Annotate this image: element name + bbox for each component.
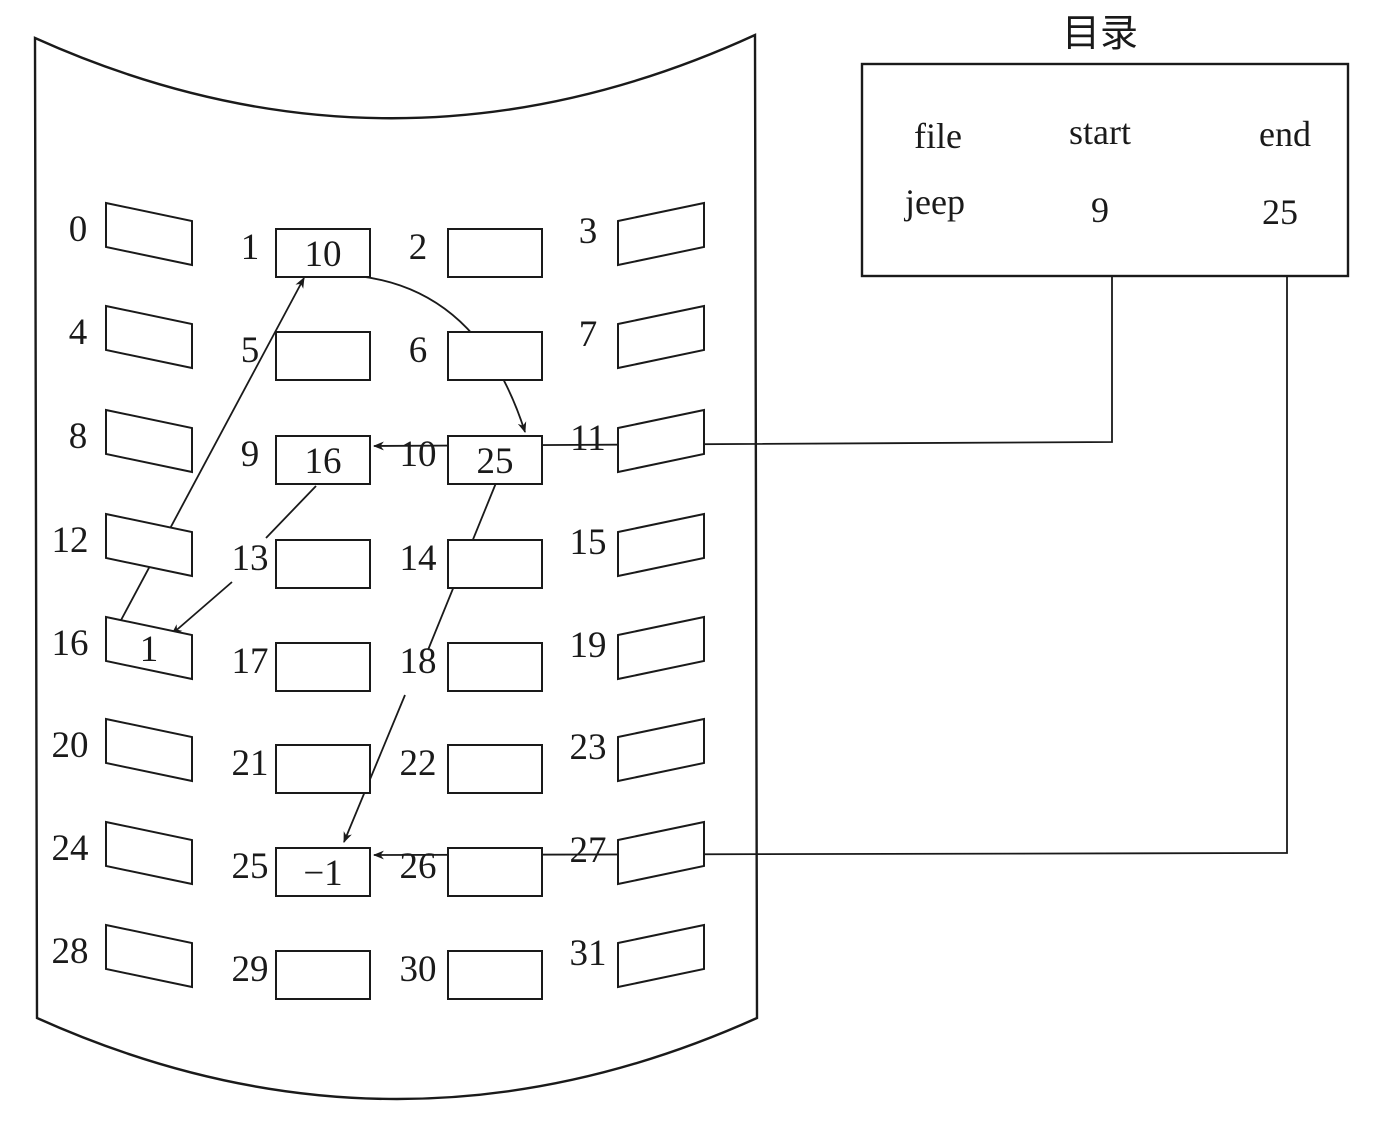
disk-block-6 xyxy=(447,331,543,381)
block-index-label: 9 xyxy=(241,434,260,475)
disk-block-8 xyxy=(105,408,193,474)
block-index-label: 6 xyxy=(409,330,428,371)
block-index-label: 27 xyxy=(570,830,607,871)
block-index-label: 1 xyxy=(241,227,260,268)
disk-block-15 xyxy=(617,512,705,578)
disk-block-30 xyxy=(447,950,543,1000)
block-index-label: 22 xyxy=(400,743,437,784)
disk-block-9 xyxy=(275,435,371,485)
disk-block-12 xyxy=(105,512,193,578)
block-index-label: 17 xyxy=(232,641,269,682)
block-index-label: 31 xyxy=(570,933,607,974)
disk-outline xyxy=(33,33,759,1101)
disk-block-20 xyxy=(105,717,193,783)
link-9-to-16 xyxy=(265,485,317,539)
disk-block-7 xyxy=(617,304,705,370)
directory-header-end: end xyxy=(1259,114,1311,154)
disk-block-10 xyxy=(447,435,543,485)
disk-block-1 xyxy=(275,228,371,278)
block-index-label: 10 xyxy=(400,434,437,475)
block-index-label: 0 xyxy=(69,209,88,250)
block-index-label: 16 xyxy=(52,623,89,664)
directory-box xyxy=(860,62,1350,278)
disk-block-4 xyxy=(105,304,193,370)
link-9-to-16-tail xyxy=(171,581,233,635)
block-next-pointer: 16 xyxy=(305,441,342,482)
disk-block-14 xyxy=(447,539,543,589)
disk-block-5 xyxy=(275,331,371,381)
block-next-pointer: −1 xyxy=(303,853,342,894)
disk-block-13 xyxy=(275,539,371,589)
disk-block-29 xyxy=(275,950,371,1000)
disk-block-23 xyxy=(617,717,705,783)
directory-entry-file: jeep xyxy=(903,182,965,222)
disk-block-21 xyxy=(275,744,371,794)
disk-block-28 xyxy=(105,923,193,989)
disk-block-31 xyxy=(617,923,705,989)
block-index-label: 20 xyxy=(52,725,89,766)
block-index-label: 19 xyxy=(570,625,607,666)
block-index-label: 4 xyxy=(69,312,88,353)
block-index-label: 26 xyxy=(400,846,437,887)
block-index-label: 18 xyxy=(400,641,437,682)
block-index-label: 5 xyxy=(241,330,260,371)
disk-block-22 xyxy=(447,744,543,794)
disk-block-0 xyxy=(105,201,193,267)
directory-header-start: start xyxy=(1069,112,1131,152)
block-index-label: 2 xyxy=(409,227,428,268)
disk-block-18 xyxy=(447,642,543,692)
block-next-pointer: 1 xyxy=(140,629,159,670)
block-index-label: 14 xyxy=(400,538,437,579)
disk-block-19 xyxy=(617,615,705,681)
block-index-label: 8 xyxy=(69,416,88,457)
block-index-label: 7 xyxy=(579,314,598,355)
block-index-label: 23 xyxy=(570,727,607,768)
disk-block-16 xyxy=(105,615,193,681)
block-index-label: 29 xyxy=(232,949,269,990)
block-index-label: 13 xyxy=(232,538,269,579)
disk-block-24 xyxy=(105,820,193,886)
block-index-label: 12 xyxy=(52,520,89,561)
disk-block-2 xyxy=(447,228,543,278)
block-index-label: 28 xyxy=(52,931,89,972)
block-next-pointer: 25 xyxy=(477,441,514,482)
disk-block-25 xyxy=(275,847,371,897)
block-index-label: 11 xyxy=(570,418,606,459)
disk-block-26 xyxy=(447,847,543,897)
block-index-label: 21 xyxy=(232,743,269,784)
directory-entry-start: 9 xyxy=(1091,190,1109,230)
directory-entry-end: 25 xyxy=(1262,192,1298,232)
disk-block-3 xyxy=(617,201,705,267)
disk-block-17 xyxy=(275,642,371,692)
block-index-label: 30 xyxy=(400,949,437,990)
block-index-label: 25 xyxy=(232,846,269,887)
disk-block-11 xyxy=(617,408,705,474)
block-index-label: 24 xyxy=(52,828,89,869)
directory-title: 目录 xyxy=(1062,11,1138,55)
block-next-pointer: 10 xyxy=(305,234,342,275)
block-index-label: 3 xyxy=(579,211,598,252)
disk-block-27 xyxy=(617,820,705,886)
link-10-to-25-lower xyxy=(343,694,406,844)
block-index-label: 15 xyxy=(570,522,607,563)
directory-header-file: file xyxy=(914,116,962,156)
